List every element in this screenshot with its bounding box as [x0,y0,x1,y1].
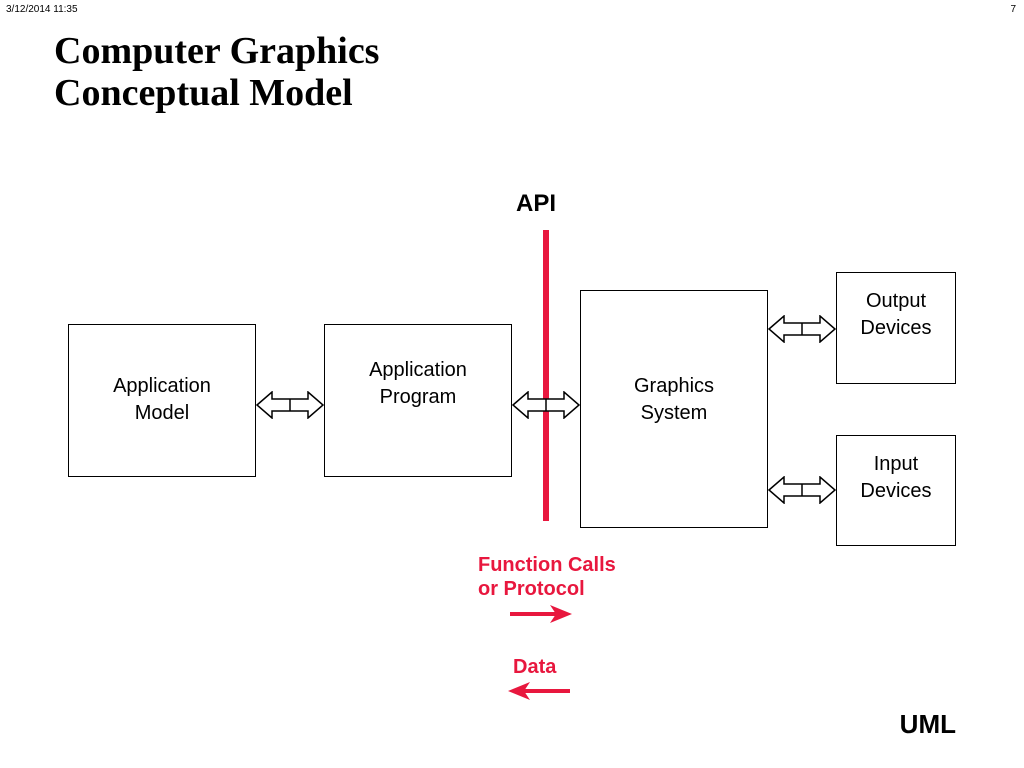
output-devices-label-line-2: Devices [860,317,932,339]
left-arrow-icon [508,682,570,700]
application-model-label-line-1: Application [113,375,211,397]
application-model-label-line-2: Model [134,402,190,424]
output-devices-box: Output Devices [836,272,956,384]
input-devices-box: Input Devices [836,435,956,546]
legend-function-calls: Function Calls or Protocol [478,553,616,601]
output-devices-label: Output Devices [837,288,955,342]
application-program-label-line-1: Application [369,359,467,381]
application-model-label: Application Model [69,373,255,427]
connector-graphics-input [768,476,836,504]
input-devices-label-line-2: Devices [860,480,932,502]
graphics-system-box: Graphics System [580,290,768,528]
legend-data: Data [513,656,557,678]
application-model-box: Application Model [68,324,256,477]
graphics-system-label: Graphics System [581,373,767,427]
api-label: API [515,190,556,217]
api-boundary-line [543,230,549,521]
graphics-system-label-line-1: Graphics [633,375,715,397]
application-program-label-line-2: Program [379,386,457,408]
input-devices-label: Input Devices [837,451,955,505]
title-line-1: Computer Graphics [54,30,380,72]
title-line-2: Conceptual Model [54,72,353,114]
legend-function-calls-line-2: or Protocol [478,578,585,600]
connector-graphics-output [768,315,836,343]
output-devices-label-line-1: Output [865,290,927,312]
application-program-box: Application Program [324,324,512,477]
slide-title: Computer Graphics Conceptual Model [54,30,379,114]
connector-program-graphics [512,391,580,419]
right-arrow-icon [510,605,572,623]
input-devices-label-line-1: Input [873,453,919,475]
legend-function-calls-line-1: Function Calls [478,554,616,576]
application-program-label: Application Program [325,357,511,411]
connector-model-program [256,391,324,419]
page-number: 7 [1010,4,1016,15]
graphics-system-label-line-2: System [640,402,708,424]
uml-label: UML [899,709,956,739]
slide-date: 3/12/2014 11:35 [6,4,78,15]
